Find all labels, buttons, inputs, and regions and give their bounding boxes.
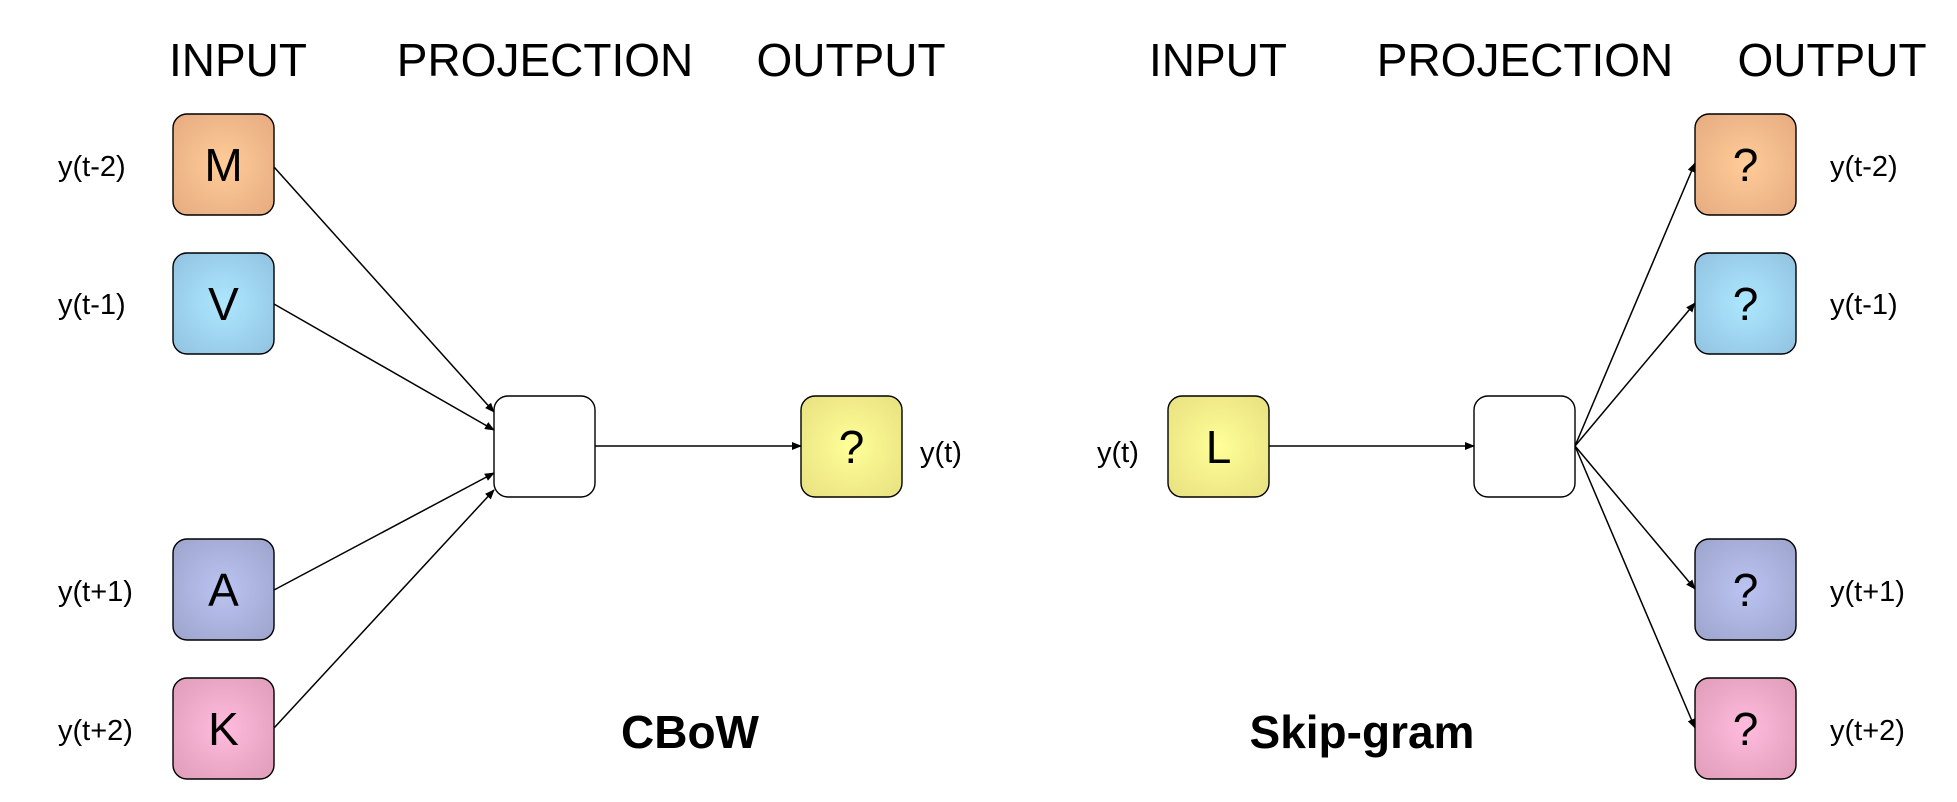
skipgram-output-node: ? y(t+1) bbox=[1694, 538, 1905, 641]
skipgram-output-token-2: ? bbox=[1733, 278, 1759, 330]
cbow-input-box-1 bbox=[172, 113, 275, 216]
skipgram-output-token-4: ? bbox=[1733, 703, 1759, 755]
skipgram-output-node: ? y(t-2) bbox=[1694, 113, 1898, 216]
cbow-input-context-1: y(t-2) bbox=[58, 151, 126, 183]
cbow-edge bbox=[273, 166, 495, 413]
cbow-input-token-1: M bbox=[204, 139, 242, 191]
skipgram-output-context-2: y(t-1) bbox=[1830, 289, 1898, 321]
cbow-input-token-2: V bbox=[208, 278, 239, 330]
skipgram-edge bbox=[1574, 445, 1696, 729]
cbow-input-box-4 bbox=[172, 677, 275, 780]
cbow-edge bbox=[273, 472, 495, 591]
cbow-panel: INPUT PROJECTION OUTPUT M y(t-2) V y(t-1… bbox=[58, 34, 962, 780]
cbow-input-node: M y(t-2) bbox=[58, 113, 275, 216]
cbow-output-node: ? y(t) bbox=[800, 395, 962, 498]
skipgram-edge bbox=[1574, 162, 1696, 447]
cbow-output-header: OUTPUT bbox=[756, 34, 945, 86]
cbow-input-context-4: y(t+2) bbox=[58, 715, 133, 747]
cbow-input-box-2 bbox=[172, 252, 275, 355]
skipgram-input-token: L bbox=[1206, 421, 1232, 473]
cbow-input-node: K y(t+2) bbox=[58, 677, 275, 780]
skipgram-output-token-1: ? bbox=[1733, 139, 1759, 191]
cbow-projection-box bbox=[493, 395, 596, 498]
skipgram-output-context-3: y(t+1) bbox=[1830, 576, 1905, 608]
skipgram-title: Skip-gram bbox=[1250, 706, 1475, 758]
cbow-projection-header: PROJECTION bbox=[397, 34, 693, 86]
cbow-edge bbox=[273, 303, 495, 431]
skipgram-input-header: INPUT bbox=[1149, 34, 1287, 86]
cbow-input-token-4: K bbox=[208, 703, 239, 755]
skipgram-input-context: y(t) bbox=[1097, 437, 1139, 469]
skipgram-output-context-4: y(t+2) bbox=[1830, 715, 1905, 747]
cbow-input-context-3: y(t+1) bbox=[58, 576, 133, 608]
cbow-input-context-2: y(t-1) bbox=[58, 289, 126, 321]
skipgram-output-context-1: y(t-2) bbox=[1830, 151, 1898, 183]
skipgram-output-header: OUTPUT bbox=[1737, 34, 1926, 86]
skipgram-projection-box bbox=[1473, 395, 1576, 498]
cbow-input-token-3: A bbox=[208, 564, 239, 616]
cbow-input-node: A y(t+1) bbox=[58, 538, 275, 641]
cbow-output-context: y(t) bbox=[920, 437, 962, 469]
skipgram-edge bbox=[1574, 445, 1696, 590]
skipgram-output-node: ? y(t+2) bbox=[1694, 677, 1905, 780]
skipgram-output-node: ? y(t-1) bbox=[1694, 252, 1898, 355]
skipgram-projection-header: PROJECTION bbox=[1377, 34, 1673, 86]
cbow-output-token: ? bbox=[839, 421, 865, 473]
cbow-input-header: INPUT bbox=[169, 34, 307, 86]
cbow-input-node: V y(t-1) bbox=[58, 252, 275, 355]
skipgram-panel: INPUT PROJECTION OUTPUT L y(t) ? y(t-2) … bbox=[1097, 34, 1927, 780]
skipgram-output-token-3: ? bbox=[1733, 564, 1759, 616]
cbow-title: CBoW bbox=[621, 706, 760, 758]
cbow-edge bbox=[273, 489, 495, 729]
skipgram-input-node: L y(t) bbox=[1097, 395, 1270, 498]
skipgram-edge bbox=[1574, 302, 1696, 447]
